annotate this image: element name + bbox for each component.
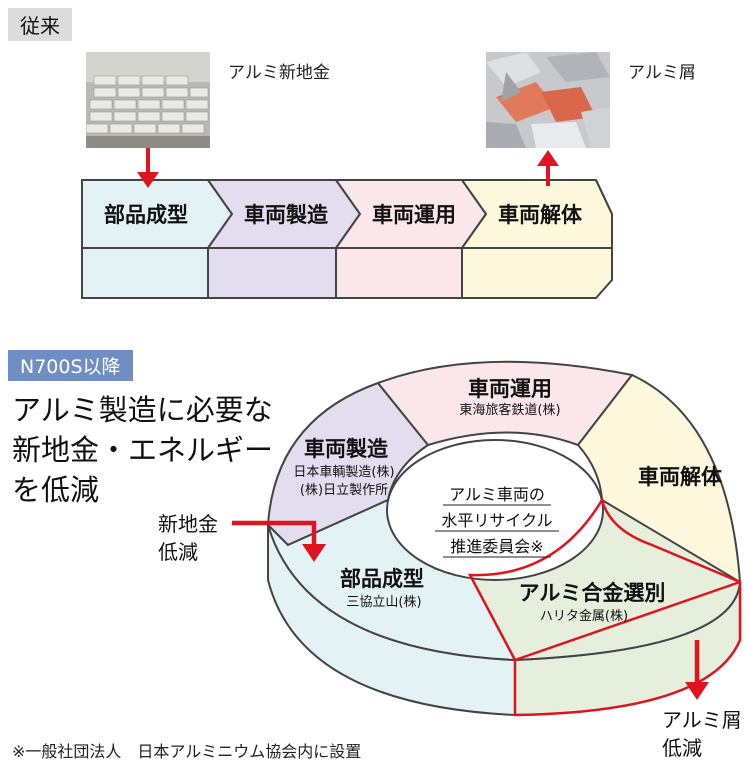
manufacture-bottom-box <box>207 247 337 299</box>
ingot-reduction-line-1: 新地金 <box>158 512 218 536</box>
ingot-reduction-line-2: 低減 <box>158 540 198 564</box>
scrap-arrow <box>537 150 559 186</box>
headline-line-1: アルミ製造に必要な <box>12 393 273 427</box>
conventional-tag: 従来 <box>8 8 72 41</box>
conventional-flow <box>81 179 613 299</box>
segment-manufacture <box>266 381 430 547</box>
center-line-3: 推進委員会※ <box>450 537 543 556</box>
segment-forming <box>267 498 517 662</box>
segment-operation <box>376 360 634 447</box>
step-forming: 部品成型 <box>104 203 188 227</box>
center-line-2: 水平リサイクル <box>441 511 552 530</box>
ingot-label: アルミ新地金 <box>228 63 330 83</box>
forming-chevron <box>81 179 234 249</box>
step-manufacture: 車両製造 <box>244 203 329 227</box>
operation-bottom-box <box>335 247 463 299</box>
segment-dismantle-title: 車両解体 <box>638 465 723 489</box>
ingot-reduction-arrow <box>232 520 326 562</box>
center-line-1: アルミ車両の <box>449 485 545 504</box>
aluminum-scrap-photo <box>486 52 610 148</box>
headline-line-3: を低減 <box>12 473 100 507</box>
footnote: ※一般社団法人 日本アルミニウム協会内に設置 <box>12 742 362 761</box>
ingot-arrow <box>137 148 159 188</box>
dismantle-chevron <box>460 179 613 249</box>
scrap-reduction-arrow <box>685 640 709 700</box>
step-dismantle: 車両解体 <box>498 203 583 227</box>
recycle-ring <box>266 360 742 717</box>
aluminum-ingot-photo <box>86 52 210 148</box>
segment-dismantle <box>576 373 742 584</box>
segment-sorting-title: アルミ合金選別 <box>519 581 666 605</box>
step-operation: 車両運用 <box>372 203 456 227</box>
segment-manufacture-title: 車両製造 <box>304 437 389 461</box>
segment-manufacture-company-1: 日本車輌製造(株) <box>293 465 394 480</box>
segment-sorting-company: ハリタ金属(株) <box>540 608 628 624</box>
scrap-reduction-line-2: 低減 <box>662 736 702 760</box>
ingot-reduction-label: 新地金 低減 <box>158 510 218 566</box>
ring-center <box>386 439 604 581</box>
headline: アルミ製造に必要な 新地金・エネルギー を低減 <box>12 390 273 510</box>
segment-forming-title: 部品成型 <box>340 567 424 591</box>
sorting-highlight <box>467 496 742 717</box>
ring-side-right <box>514 581 741 717</box>
segment-manufacture-company-2: (株)日立製作所 <box>300 483 388 498</box>
forming-bottom-box <box>81 247 209 299</box>
segment-operation-company: 東海旅客鉄道(株) <box>459 402 560 418</box>
segment-operation-title: 車両運用 <box>468 377 552 401</box>
n700s-tag: N700S以降 <box>8 350 133 381</box>
headline-line-2: 新地金・エネルギー <box>12 433 274 467</box>
segment-forming-company: 三協立山(株) <box>346 595 421 610</box>
scrap-reduction-line-1: アルミ屑 <box>662 708 742 732</box>
dismantle-bottom-box <box>461 247 613 299</box>
scrap-label: アルミ屑 <box>628 63 696 83</box>
segment-sorting <box>468 498 742 662</box>
operation-chevron <box>334 179 488 249</box>
scrap-reduction-label: アルミ屑 低減 <box>662 706 742 762</box>
ring-side-left <box>267 524 516 717</box>
manufacture-chevron <box>206 179 362 249</box>
